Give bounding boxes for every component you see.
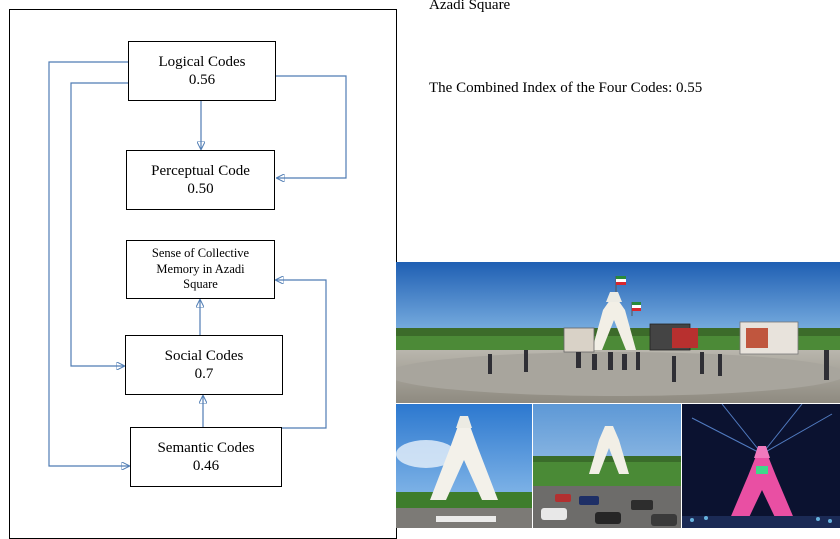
perceptual-code-label: Perceptual Code <box>151 163 250 179</box>
logical-codes-label: Logical Codes <box>158 54 246 70</box>
perceptual-code-value: 0.50 <box>187 181 214 197</box>
social-codes-node: Social Codes 0.7 <box>125 335 283 395</box>
semantic-codes-value: 0.46 <box>192 458 220 474</box>
semantic-codes-node: Semantic Codes 0.46 <box>130 427 282 487</box>
semantic-codes-label: Semantic Codes <box>157 440 255 456</box>
azadi-tower-with-traffic-icon <box>533 404 681 528</box>
logical-codes-node: Logical Codes 0.56 <box>128 41 276 101</box>
azadi-tower-closeup-icon <box>396 404 532 528</box>
collective-memory-node: Sense of Collective Memory in Azadi Squa… <box>126 240 275 299</box>
photo-collage <box>396 262 840 528</box>
perceptual-code-node: Perceptual Code 0.50 <box>126 150 275 210</box>
tower-night-photo <box>682 404 840 528</box>
combined-index-label: The Combined Index of the Four Codes: 0.… <box>429 80 703 96</box>
azadi-tower-illuminated-icon <box>682 404 840 528</box>
tower-traffic-photo <box>533 404 681 528</box>
place-label: Azadi Square <box>429 0 511 13</box>
logical-codes-value: 0.56 <box>188 72 216 88</box>
collective-memory-label: Sense of Collective Memory in Azadi Squa… <box>151 246 250 292</box>
tower-closeup-photo <box>396 404 532 528</box>
azadi-tower-daytime-crowd-icon <box>396 262 840 403</box>
wide-square-photo <box>396 262 840 403</box>
social-codes-label: Social Codes <box>164 348 244 364</box>
social-codes-value: 0.7 <box>194 366 214 382</box>
